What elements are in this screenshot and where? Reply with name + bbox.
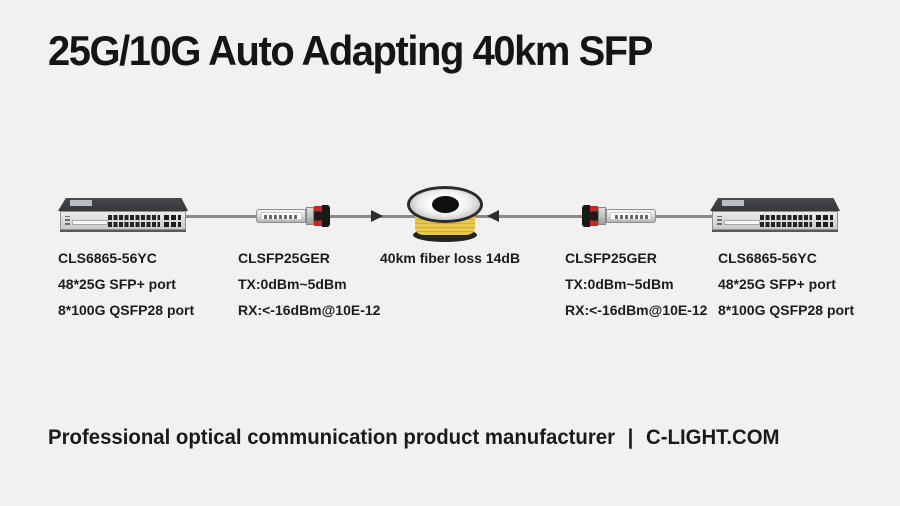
switch-port-row	[760, 215, 813, 220]
sfp-label	[261, 212, 302, 220]
switch-sticker	[69, 200, 92, 206]
left-sfp-illustration	[256, 204, 330, 228]
switch-port-row	[108, 222, 161, 227]
footer-tagline: Professional optical communication produ…	[48, 426, 616, 449]
left-switch-spec2: 8*100G QSFP28 port	[58, 302, 195, 318]
sfp-collar	[598, 207, 606, 225]
right-sfp-rx: RX:<-16dBm@10E-12	[565, 302, 708, 318]
left-switch-illustration	[58, 198, 188, 234]
right-switch-illustration	[710, 198, 840, 234]
switch-base-edge	[712, 230, 838, 232]
switch-uplink-ports	[815, 215, 834, 220]
left-sfp-specs: CLSFP25GER TX:0dBm~5dBm RX:<-16dBm@10E-1…	[238, 245, 380, 323]
right-sfp-model: CLSFP25GER	[565, 250, 657, 266]
sfp-body	[256, 209, 306, 223]
sfp-collar	[306, 207, 314, 225]
switch-uplink-ports	[163, 215, 182, 220]
left-switch-spec1: 48*25G SFP+ port	[58, 276, 176, 292]
fiber-spool-label: 40km fiber loss 14dB	[380, 245, 520, 271]
sfp-label	[610, 212, 651, 220]
sfp-dust-cap	[322, 205, 330, 227]
switch-front-panel	[712, 211, 838, 230]
right-switch-specs: CLS6865-56YC 48*25G SFP+ port 8*100G QSF…	[718, 245, 854, 323]
left-sfp-model: CLSFP25GER	[238, 250, 330, 266]
right-switch-model: CLS6865-56YC	[718, 250, 817, 266]
switch-top-panel	[710, 198, 840, 211]
left-sfp-rx: RX:<-16dBm@10E-12	[238, 302, 381, 318]
left-switch-specs: CLS6865-56YC 48*25G SFP+ port 8*100G QSF…	[58, 245, 194, 323]
fiber-loss-text: 40km fiber loss 14dB	[380, 250, 521, 266]
right-switch-spec2: 8*100G QSFP28 port	[718, 302, 855, 318]
switch-port-row	[760, 222, 813, 227]
sfp-body	[606, 209, 656, 223]
right-switch-spec1: 48*25G SFP+ port	[718, 276, 836, 292]
sfp-label-print	[613, 215, 648, 219]
spool-center-hole	[432, 196, 459, 213]
sfp-label-print	[264, 215, 299, 219]
switch-top-panel	[58, 198, 188, 211]
arrow-right-icon	[371, 210, 383, 222]
footer-brand: C-LIGHT.COM	[646, 426, 780, 449]
switch-base-edge	[60, 230, 186, 232]
page-title: 25G/10G Auto Adapting 40km SFP	[48, 27, 653, 74]
switch-led-column	[64, 216, 70, 225]
right-sfp-tx: TX:0dBm~5dBm	[565, 276, 674, 292]
switch-port-row	[108, 215, 161, 220]
switch-uplink-ports	[815, 222, 834, 227]
switch-sticker	[721, 200, 744, 206]
footer: Professional optical communication produ…	[48, 426, 780, 450]
arrow-left-icon	[487, 210, 499, 222]
switch-console-slot	[724, 220, 760, 225]
right-sfp-specs: CLSFP25GER TX:0dBm~5dBm RX:<-16dBm@10E-1…	[565, 245, 707, 323]
left-switch-model: CLS6865-56YC	[58, 250, 157, 266]
right-sfp-illustration	[582, 204, 656, 228]
left-sfp-tx: TX:0dBm~5dBm	[238, 276, 347, 292]
sfp-latch	[314, 206, 322, 226]
switch-console-slot	[72, 220, 108, 225]
switch-led-column	[716, 216, 722, 225]
sfp-latch	[590, 206, 598, 226]
fiber-spool-illustration	[406, 184, 484, 244]
sfp-dust-cap	[582, 205, 590, 227]
switch-front-panel	[60, 211, 186, 230]
switch-uplink-ports	[163, 222, 182, 227]
footer-separator: |	[627, 426, 634, 449]
